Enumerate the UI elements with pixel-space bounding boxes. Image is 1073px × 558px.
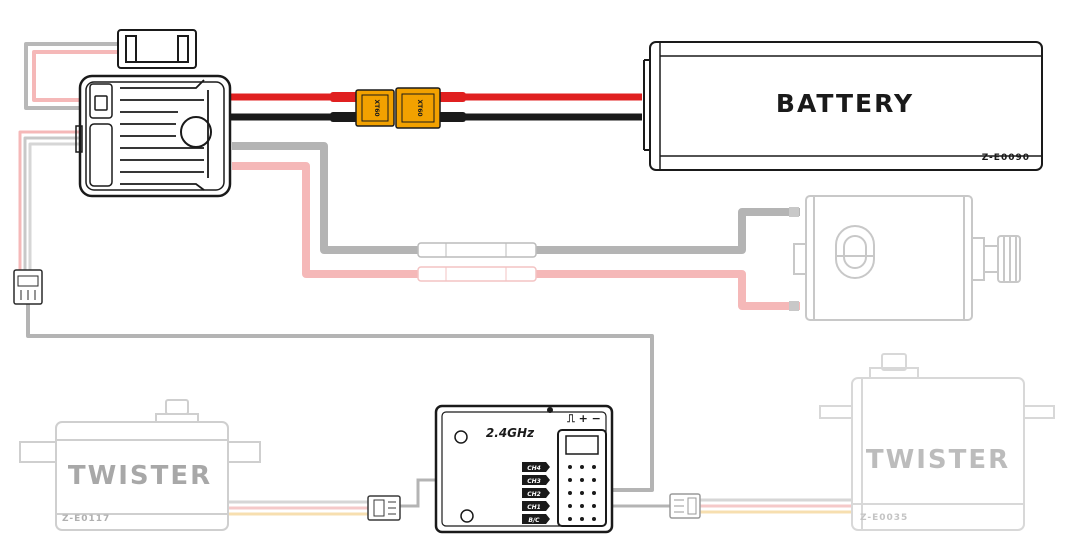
servo-right bbox=[819, 353, 1055, 531]
channel-tags: CH4 CH3 CH2 CH1 B/C bbox=[522, 462, 550, 524]
channel-label-ch4: CH4 bbox=[527, 465, 541, 472]
servo-right-code: Z-E0035 bbox=[860, 513, 908, 523]
channel-label-ch3: CH3 bbox=[527, 478, 541, 485]
bullet-connector-gray bbox=[417, 242, 537, 258]
channel-tag-ch2: CH2 bbox=[522, 488, 550, 498]
channel-tag-ch3: CH3 bbox=[522, 475, 550, 485]
esc-lead-plug bbox=[13, 269, 43, 305]
channel-tag-ch4: CH4 bbox=[522, 462, 550, 472]
motor bbox=[789, 195, 1021, 321]
battery-black-wire bbox=[230, 112, 642, 122]
channel-tag-ch1: CH1 bbox=[522, 501, 550, 511]
xt60-label-female: XT60 bbox=[373, 99, 380, 116]
servo-left bbox=[19, 399, 261, 531]
servo-left-label: TWISTER bbox=[68, 461, 212, 491]
esc-unit bbox=[75, 29, 232, 198]
receiver-title: 2.4GHz bbox=[486, 426, 535, 440]
xt60-label-male: XT60 bbox=[416, 99, 423, 116]
right-servo-plug bbox=[669, 493, 701, 519]
esc-receiver-lead-wire bbox=[18, 130, 654, 492]
esc-motor-pink-wire bbox=[232, 162, 800, 310]
servo-right-label: TWISTER bbox=[866, 445, 1010, 475]
receiver-pin-symbols: ⎍ + − bbox=[566, 412, 601, 425]
esc-top-loop-wire bbox=[24, 42, 120, 110]
xt60-connector-male: XT60 bbox=[395, 87, 441, 129]
battery-red-wire bbox=[230, 92, 642, 102]
battery-code: Z-E0090 bbox=[982, 153, 1030, 163]
battery-pack bbox=[643, 41, 1043, 171]
bullet-connector-pink bbox=[417, 266, 537, 282]
channel-tag-bc: B/C bbox=[522, 514, 550, 524]
receiver-pins bbox=[568, 465, 596, 521]
channel-label-ch1: CH1 bbox=[527, 504, 541, 511]
right-servo-lead-wire bbox=[604, 498, 862, 514]
left-servo-lead-wire bbox=[228, 500, 368, 516]
channel-label-ch2: CH2 bbox=[527, 491, 541, 498]
channel-label-bc: B/C bbox=[528, 517, 540, 524]
servo-left-code: Z-E0117 bbox=[62, 514, 110, 524]
xt60-connector-female: XT60 bbox=[355, 89, 395, 127]
battery-label: BATTERY bbox=[776, 89, 914, 118]
left-servo-plug bbox=[367, 495, 401, 521]
